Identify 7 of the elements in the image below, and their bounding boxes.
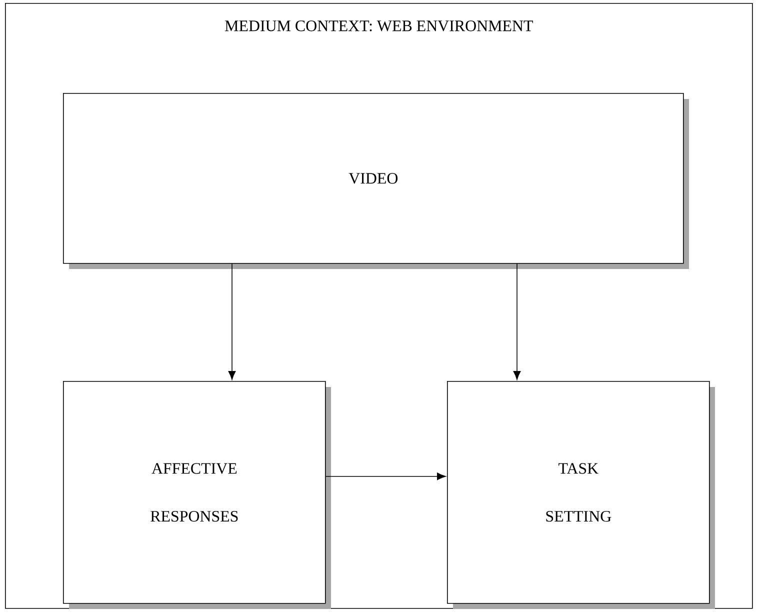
arrow xyxy=(228,263,236,380)
process-box: AFFECTIVE RESPONSES xyxy=(63,381,331,609)
arrow xyxy=(513,263,521,380)
arrow xyxy=(325,472,446,480)
process-box: VIDEO xyxy=(63,93,689,269)
frame-heading: MEDIUM CONTEXT: WEB ENVIRONMENT xyxy=(225,20,533,32)
process-box: TASK SETTING xyxy=(447,381,715,609)
